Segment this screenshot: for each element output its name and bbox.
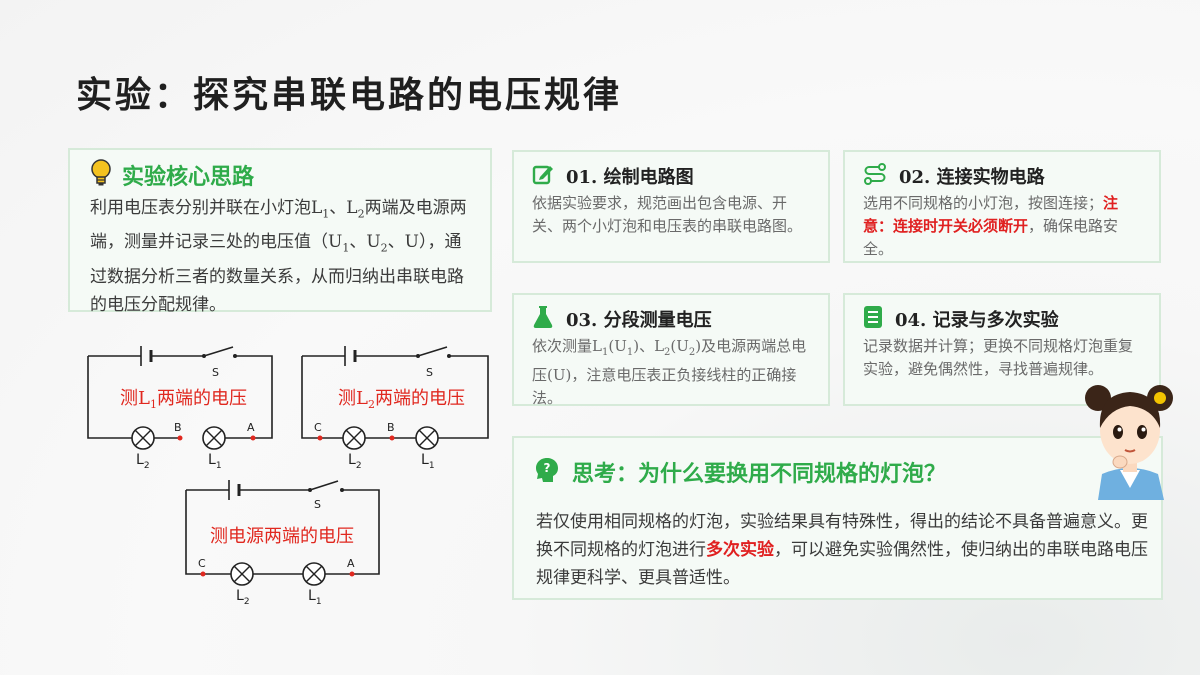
switch-symbol — [309, 480, 339, 491]
step-text: 记录数据并计算；更换不同规格灯泡重复实验，避免偶然性，寻找普遍规律。 — [863, 337, 1134, 378]
think-title: 思考：为什么要换用不同规格的灯泡？ — [572, 461, 947, 487]
point-label: A — [247, 421, 255, 434]
point-label: B — [174, 421, 182, 434]
lamp-l1 — [302, 562, 326, 586]
circuit-diagram-1: S 测L1两端的电压 B A L2 L1 — [87, 346, 273, 471]
cartoon-girl — [1085, 385, 1173, 500]
lightbulb-icon — [90, 159, 112, 191]
lamp-l2 — [230, 562, 254, 586]
step-title: 01. 绘制电路图 — [566, 167, 694, 188]
lamp-l1 — [202, 426, 226, 450]
flask-icon — [532, 305, 554, 333]
circuit-diagram-2: S 测L2两端的电压 C B L2 L1 — [301, 346, 489, 471]
core-idea-card: 实验核心思路 利用电压表分别并联在小灯泡L1、L2两端及电源两端，测量并记录三处… — [68, 148, 492, 315]
route-icon — [863, 163, 887, 189]
step-card-3: 03. 分段测量电压 依次测量L1(U1)、L2(U2)及电源两端总电压(U)，… — [512, 293, 830, 407]
warning-text: 注意：连接时开关必须断开 — [863, 194, 1119, 235]
step-text: 选用不同规格的小灯泡，按图连接；注意：连接时开关必须断开，确保电路安全。 — [863, 194, 1119, 258]
step-card-1: 01. 绘制电路图 依据实验要求，规范画出包含电源、开关、两个小灯泡和电压表的串… — [512, 150, 830, 263]
think-card: ? 思考：为什么要换用不同规格的灯泡？ 若仅使用相同规格的灯泡，实验结果具有特殊… — [512, 436, 1163, 600]
switch-label: S — [212, 366, 219, 379]
switch-label: S — [426, 366, 433, 379]
step-card-4: 04. 记录与多次实验 记录数据并计算；更换不同规格灯泡重复实验，避免偶然性，寻… — [843, 293, 1161, 406]
page-title: 实验：探究串联电路的电压规律 — [76, 74, 623, 116]
thinking-head-icon: ? — [534, 457, 560, 487]
core-idea-text: 利用电压表分别并联在小灯泡L1、L2两端及电源两端，测量并记录三处的电压值（U1… — [90, 198, 467, 315]
svg-text:?: ? — [544, 461, 551, 475]
think-text: 若仅使用相同规格的灯泡，实验结果具有特殊性，得出的结论不具备普遍意义。更换不同规… — [536, 512, 1148, 588]
step-text: 依次测量L1(U1)、L2(U2)及电源两端总电压(U)，注意电压表正负接线柱的… — [532, 337, 807, 407]
lamp-label: L2 — [136, 452, 150, 471]
lamp-label: L1 — [421, 452, 435, 471]
list-icon — [863, 305, 883, 333]
point-label: C — [198, 557, 206, 570]
switch-symbol — [417, 346, 448, 357]
lamp-label: L2 — [348, 452, 362, 471]
switch-label: S — [314, 498, 321, 511]
lamp-l2 — [131, 426, 155, 450]
lamp-l1 — [415, 426, 439, 450]
circuit-diagram-3: S 测电源两端的电压 C A L2 L1 — [185, 480, 380, 607]
circuit-label: 测电源两端的电压 — [210, 526, 354, 547]
edit-icon — [532, 163, 554, 189]
step-title: 03. 分段测量电压 — [566, 310, 712, 331]
core-idea-title: 实验核心思路 — [122, 164, 255, 190]
lamp-l2 — [342, 426, 366, 450]
circuit-label: 测L1两端的电压 — [120, 388, 247, 411]
step-title: 02. 连接实物电路 — [899, 167, 1045, 188]
step-title: 04. 记录与多次实验 — [895, 310, 1059, 331]
lamp-label: L1 — [308, 588, 322, 607]
point-label: B — [387, 421, 395, 434]
lamp-label: L1 — [208, 452, 222, 471]
switch-symbol — [203, 346, 234, 357]
point-label: A — [347, 557, 355, 570]
highlight-text: 多次实验 — [706, 540, 774, 560]
point-label: C — [314, 421, 322, 434]
circuit-label: 测L2两端的电压 — [338, 388, 465, 411]
lamp-label: L2 — [236, 588, 250, 607]
step-card-2: 02. 连接实物电路 选用不同规格的小灯泡，按图连接；注意：连接时开关必须断开，… — [843, 150, 1161, 263]
step-text: 依据实验要求，规范画出包含电源、开关、两个小灯泡和电压表的串联电路图。 — [532, 194, 803, 235]
